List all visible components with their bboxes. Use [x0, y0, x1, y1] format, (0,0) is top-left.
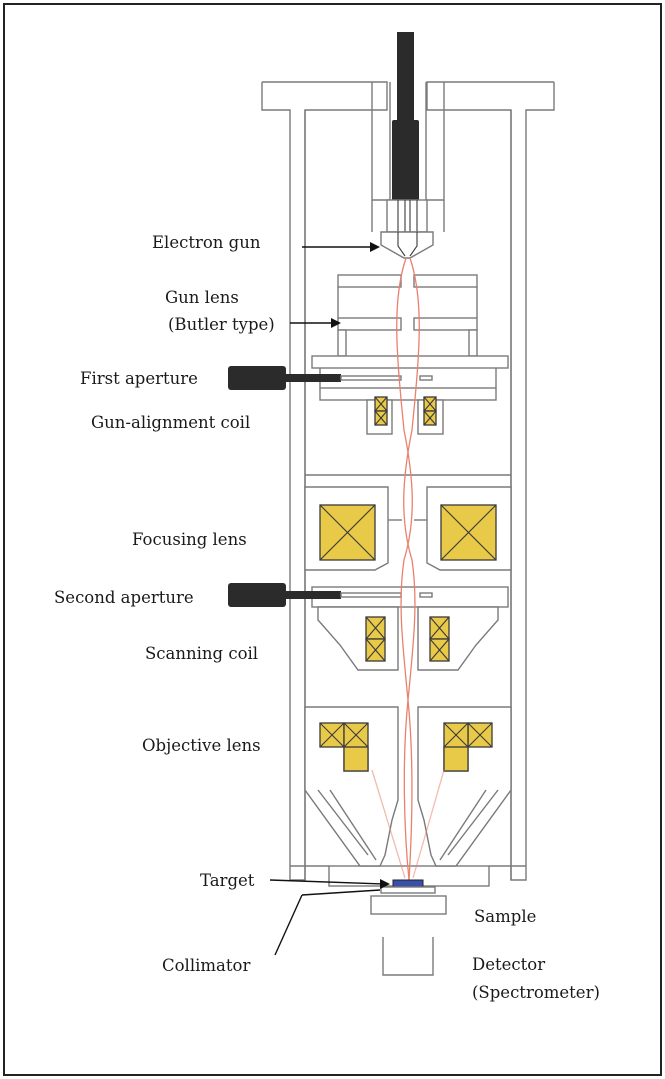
sample — [370, 895, 447, 915]
label-focusing-lens: Focusing lens — [132, 530, 247, 549]
label-sample: Sample — [474, 907, 536, 926]
label-gun-lens-type: (Butler type) — [168, 315, 275, 334]
second-aperture-plate — [228, 583, 509, 608]
collimator — [380, 886, 436, 894]
figure-border — [3, 3, 662, 1076]
gun-lens-plates — [337, 274, 478, 357]
label-detector: Detector — [472, 955, 545, 974]
label-collimator: Collimator — [162, 956, 250, 975]
detector — [382, 937, 434, 976]
label-electron-gun: Electron gun — [152, 233, 261, 252]
scanning-coils — [317, 606, 499, 671]
label-second-aperture: Second aperture — [54, 588, 194, 607]
electron-gun-assembly — [380, 32, 434, 259]
labels: Electron gun Gun lens (Butler type) Firs… — [54, 233, 600, 1002]
target-area — [370, 879, 447, 976]
label-gun-alignment-coil: Gun-alignment coil — [91, 413, 250, 432]
label-first-aperture: First aperture — [80, 369, 198, 388]
label-spectrometer: (Spectrometer) — [472, 983, 600, 1002]
label-objective-lens: Objective lens — [142, 736, 261, 755]
label-gun-lens: Gun lens — [165, 288, 239, 307]
target — [392, 879, 424, 888]
leader-lines — [269, 242, 390, 956]
electron-beam — [371, 257, 445, 881]
gun-alignment-coils — [366, 396, 444, 435]
objective-lens — [304, 706, 512, 867]
label-scanning-coil: Scanning coil — [145, 644, 258, 663]
label-target: Target — [200, 871, 255, 890]
focusing-lens — [304, 486, 512, 571]
first-aperture-plate — [228, 355, 509, 401]
